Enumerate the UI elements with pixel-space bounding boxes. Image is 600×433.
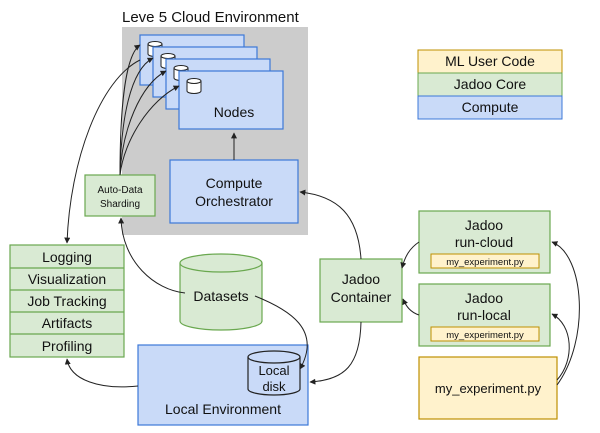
cloud-title: Leve 5 Cloud Environment (122, 9, 300, 26)
run-cloud-file-label: my_experiment.py (446, 257, 524, 268)
orchestrator-label-line2: Orchestrator (195, 193, 273, 209)
jadoo-container (319, 258, 403, 323)
my-experiment-label: my_experiment.py (435, 381, 542, 396)
legend-compute (417, 95, 563, 120)
arrow-container-to-local (309, 321, 362, 385)
service-artifacts: Artifacts (42, 315, 93, 331)
services-stack: Logging Visualization Job Tracking Artif… (9, 244, 125, 358)
auto-data-sharding (84, 174, 156, 217)
compute-orchestrator (169, 159, 299, 224)
my-experiment-file (418, 356, 558, 420)
run-local-label-line2: run-local (457, 307, 511, 323)
legend-jadoo-core-label: Jadoo Core (454, 76, 527, 92)
run-cloud-file-box (430, 253, 540, 269)
run-cloud-label-line2: run-cloud (455, 234, 513, 250)
service-visualization: Visualization (28, 271, 106, 287)
local-disk-label-line1: Local (258, 363, 289, 378)
run-local-label-line1: Jadoo (465, 290, 503, 306)
sharding-label-line2: Sharding (100, 199, 140, 210)
arrow-datasets-to-local-disk (254, 295, 308, 370)
service-job-tracking: Job Tracking (27, 293, 106, 309)
datasets-label: Datasets (193, 288, 248, 304)
arrow-sharding-to-node-4 (119, 85, 180, 176)
service-logging: Logging (42, 249, 92, 265)
service-profiling: Profiling (42, 338, 93, 354)
sharding-label-line1: Auto-Data (97, 185, 142, 196)
run-cloud-label-line1: Jadoo (465, 217, 503, 233)
arrow-sharding-to-node-2 (119, 57, 154, 176)
legend-compute-label: Compute (462, 99, 519, 115)
arrow-local-to-profiling (64, 358, 139, 388)
node-stack: Nodes (139, 34, 284, 130)
services-container (9, 244, 125, 358)
datasets-cylinder: Datasets (179, 253, 263, 331)
arrow-experiment-to-run-local (551, 313, 570, 381)
connectors (64, 44, 580, 388)
arrow-container-to-orchestrator (299, 189, 362, 260)
arrow-run-local-to-container (402, 298, 420, 316)
local-disk-label-line2: disk (262, 379, 286, 394)
orchestrator-label-line1: Compute (206, 175, 263, 191)
legend-ml-user-code-label: ML User Code (445, 53, 535, 69)
arrow-sharding-to-node-3 (119, 70, 167, 176)
arrow-experiment-to-run-cloud (551, 241, 580, 386)
nodes-label: Nodes (214, 104, 254, 120)
legend: ML User Code Jadoo Core Compute (417, 49, 563, 120)
local-environment-label: Local Environment (165, 401, 281, 417)
container-label-line1: Jadoo (342, 271, 380, 287)
arrow-datasets-to-sharding (118, 217, 186, 294)
local-disk-cylinder: Local disk (247, 350, 301, 396)
container-label-line2: Container (331, 289, 392, 305)
arrow-nodes-to-logging (64, 59, 141, 244)
arrow-sharding-to-node-1 (119, 44, 141, 176)
run-local-file-label: my_experiment.py (446, 330, 524, 341)
arrow-run-cloud-to-container (400, 241, 420, 269)
run-local-file-box (430, 326, 540, 342)
